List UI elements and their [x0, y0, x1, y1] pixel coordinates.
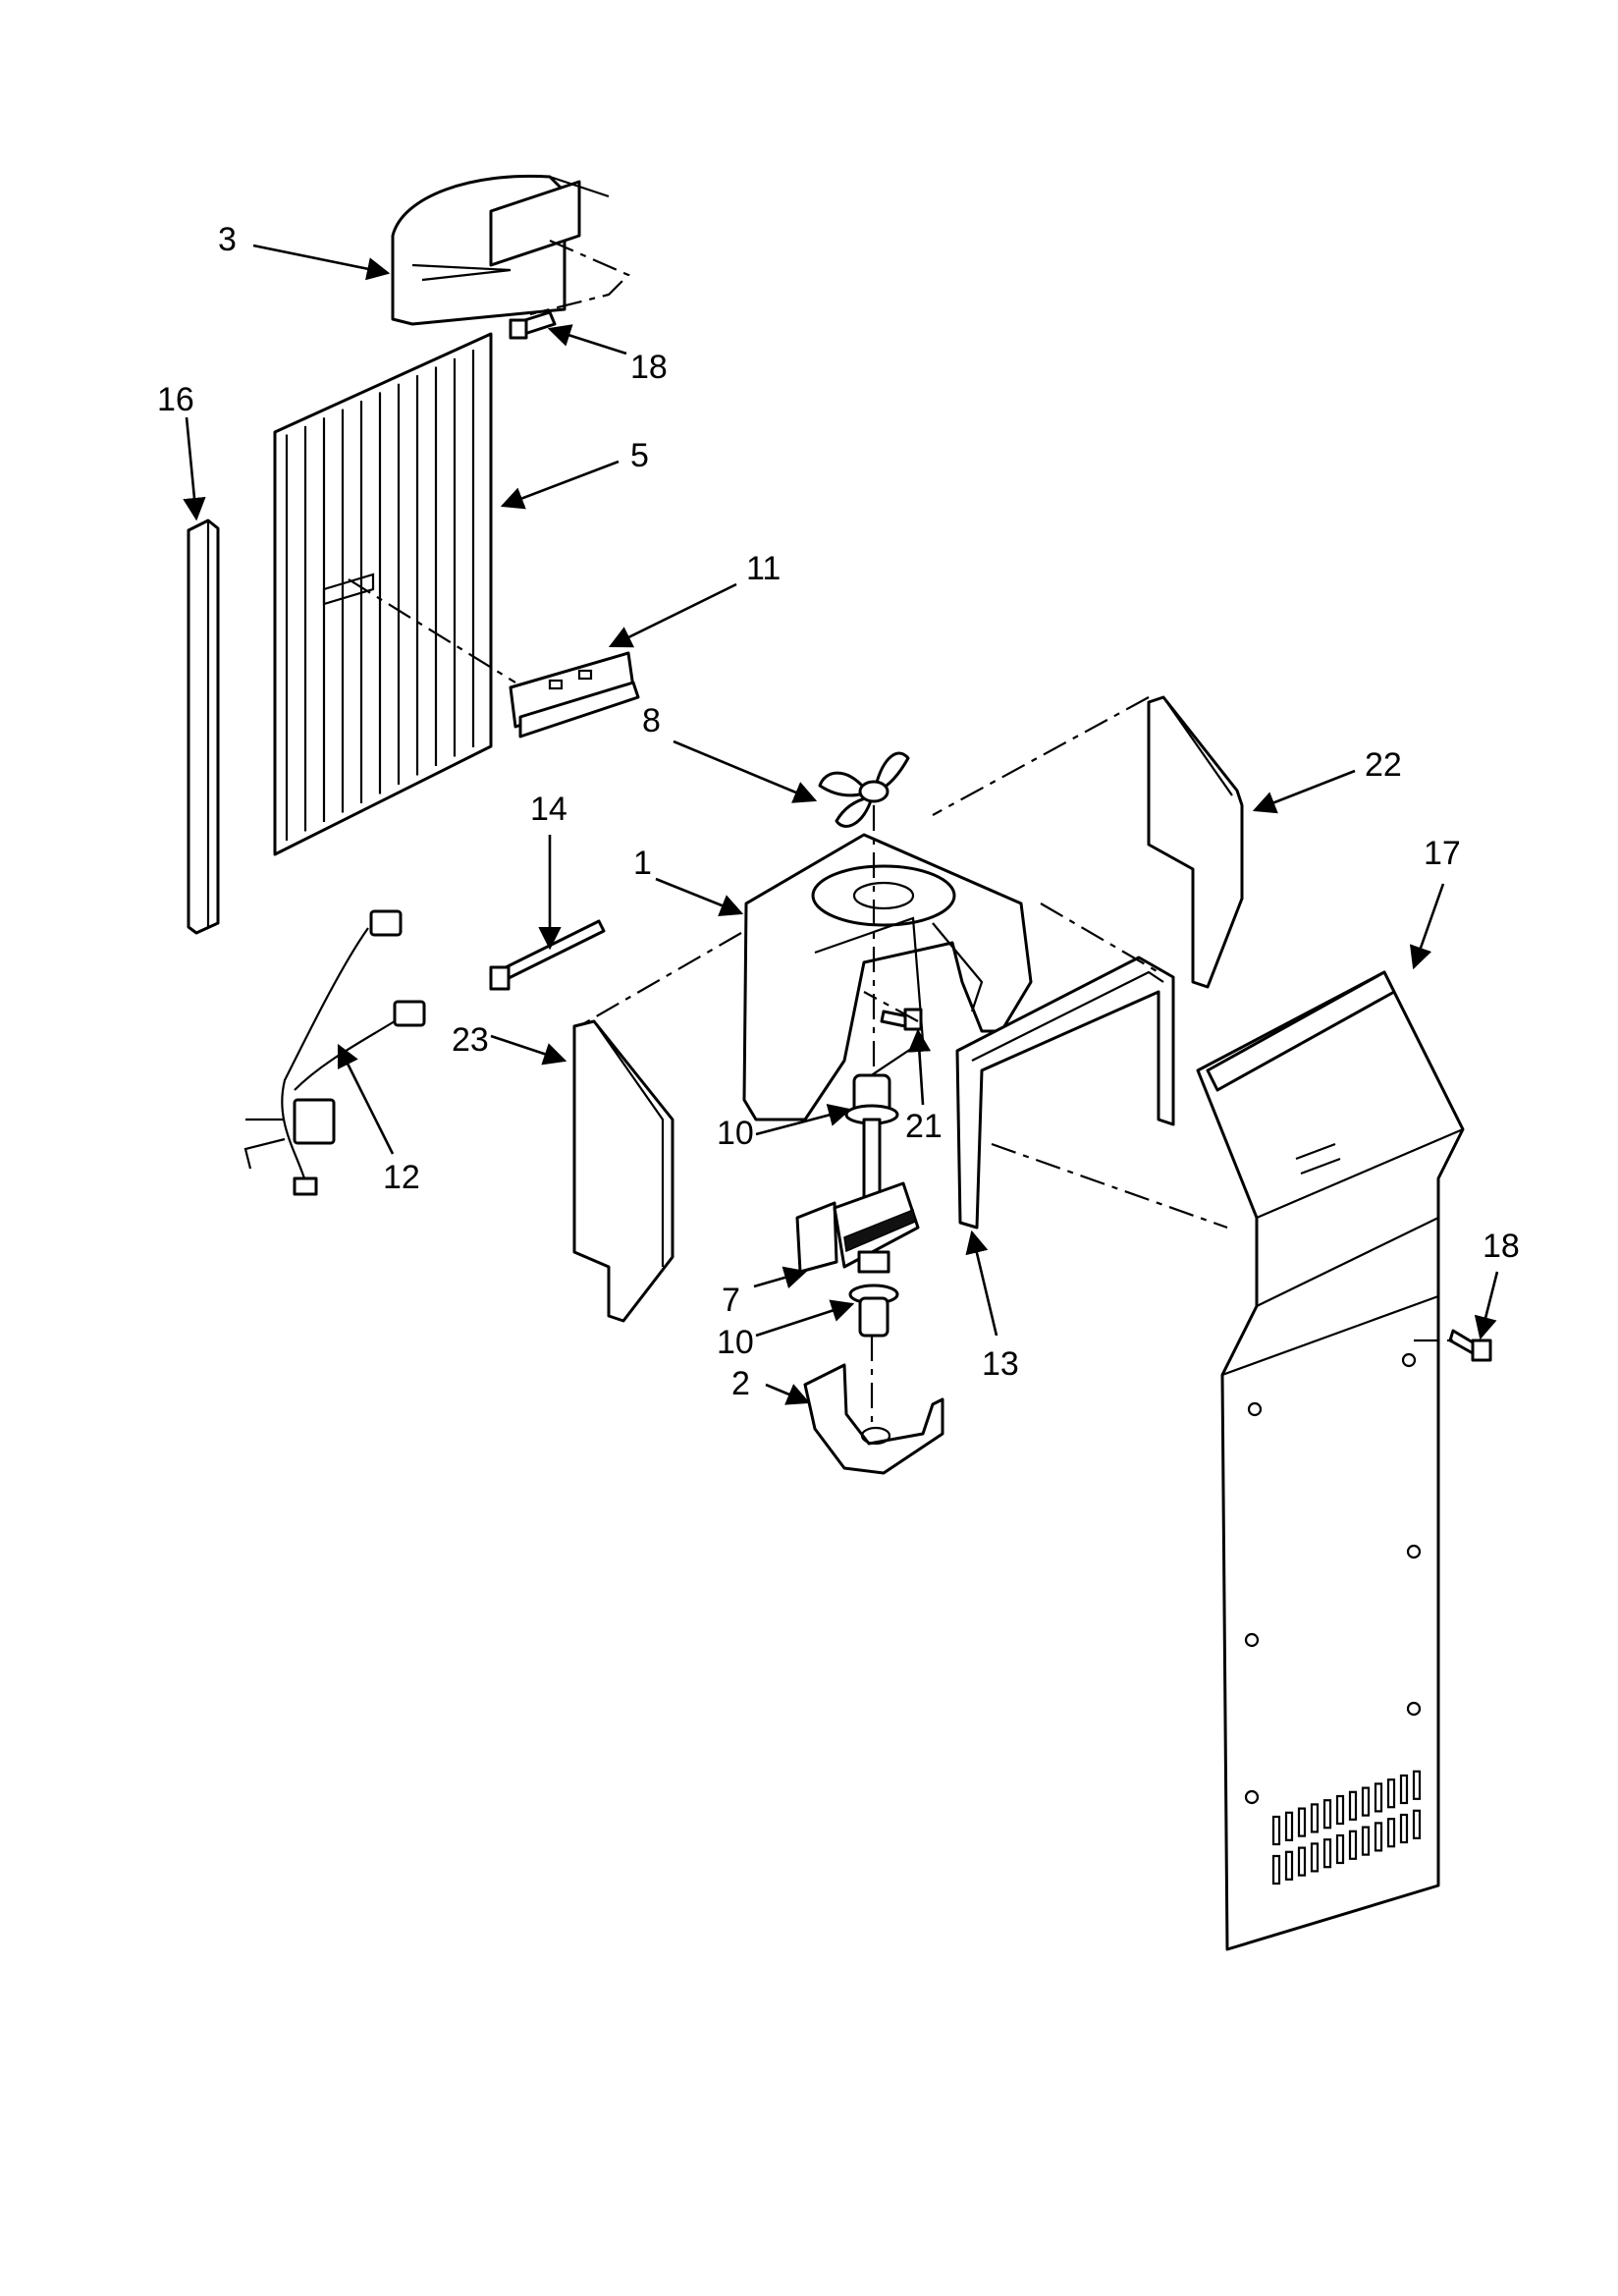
callout-11: 11: [746, 550, 781, 587]
callout-10-lower: 10: [717, 1324, 754, 1361]
callout-13: 13: [982, 1345, 1019, 1383]
callout-10-upper: 10: [717, 1115, 754, 1152]
callout-18-right: 18: [1483, 1228, 1520, 1265]
part-12-wire-harness: [243, 909, 426, 1196]
part-10-grommet-lower: [848, 1284, 899, 1338]
part-23-left-baffle: [572, 1019, 674, 1323]
callout-17: 17: [1424, 835, 1461, 872]
part-16-strip: [187, 519, 220, 935]
part-17-rear-panel: [1196, 970, 1465, 1951]
part-18-screw-top: [509, 310, 557, 340]
part-2-motor-bracket: [803, 1363, 944, 1475]
part-10-grommet-upper: [844, 1073, 899, 1125]
part-7-fan-motor: [795, 1118, 920, 1274]
part-13-gasket: [955, 956, 1175, 1230]
part-8-fan-blade: [818, 751, 910, 828]
part-1-fan-shroud: [742, 833, 1033, 1121]
callout-18-top: 18: [630, 349, 668, 386]
leader-arrows: [183, 244, 1499, 1405]
callout-2: 2: [731, 1365, 750, 1402]
callout-labels: 3 18 16 5 11 8 22 17 14 1 23 12 21 10 7 …: [157, 221, 1520, 1402]
callout-8: 8: [642, 702, 661, 739]
callout-12: 12: [383, 1159, 420, 1196]
callout-3: 3: [218, 221, 237, 258]
part-11-bracket: [509, 651, 640, 738]
callout-7: 7: [722, 1282, 740, 1319]
part-5-evaporator-grille: [273, 332, 493, 856]
callout-14: 14: [530, 791, 567, 828]
part-3-duct-cover: [391, 174, 610, 326]
part-14-cable-tie: [489, 919, 606, 991]
callout-16: 16: [157, 381, 194, 418]
callout-22: 22: [1365, 746, 1402, 784]
part-22-right-baffle: [1147, 695, 1244, 989]
part-18-screw-right: [1448, 1329, 1492, 1362]
callout-21: 21: [905, 1108, 943, 1145]
callout-5: 5: [630, 437, 649, 474]
callout-23: 23: [452, 1021, 489, 1059]
callout-1: 1: [633, 845, 652, 882]
